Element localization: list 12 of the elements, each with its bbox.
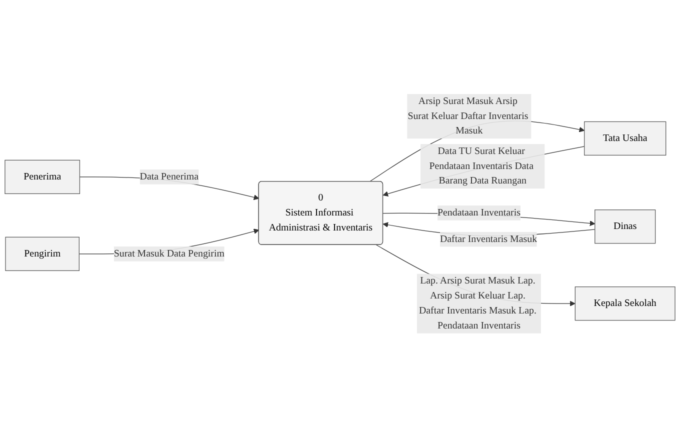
edge-label: Data TU Surat Keluar Pendataan Inventaris Data Barang Data Ruangan <box>429 146 534 186</box>
edge-label: Pendataan Inventaris <box>437 208 520 218</box>
edge-label: Surat Masuk Data Pengirim <box>114 248 224 260</box>
edge-label: Arsip Surat Masuk Arsip Surat Keluar Daftar Inventaris Masuk <box>408 96 528 137</box>
node-box: Dinas <box>594 210 656 244</box>
node-box: Pengirim <box>5 237 80 272</box>
node-box: Tata Usaha <box>584 122 666 156</box>
edge-label: Daftar Inventaris Masuk <box>440 234 538 245</box>
edge-label: Lap. Arsip Surat Masuk Lap. Arsip Surat Keluar Lap. Daftar Inventaris Masuk Lap. Pendataan Inventaris <box>418 276 536 332</box>
edge-label: Data Penerima <box>140 172 199 182</box>
node-box: Penerima <box>4 160 80 194</box>
node-box: Kepala Sekolah <box>574 286 676 321</box>
